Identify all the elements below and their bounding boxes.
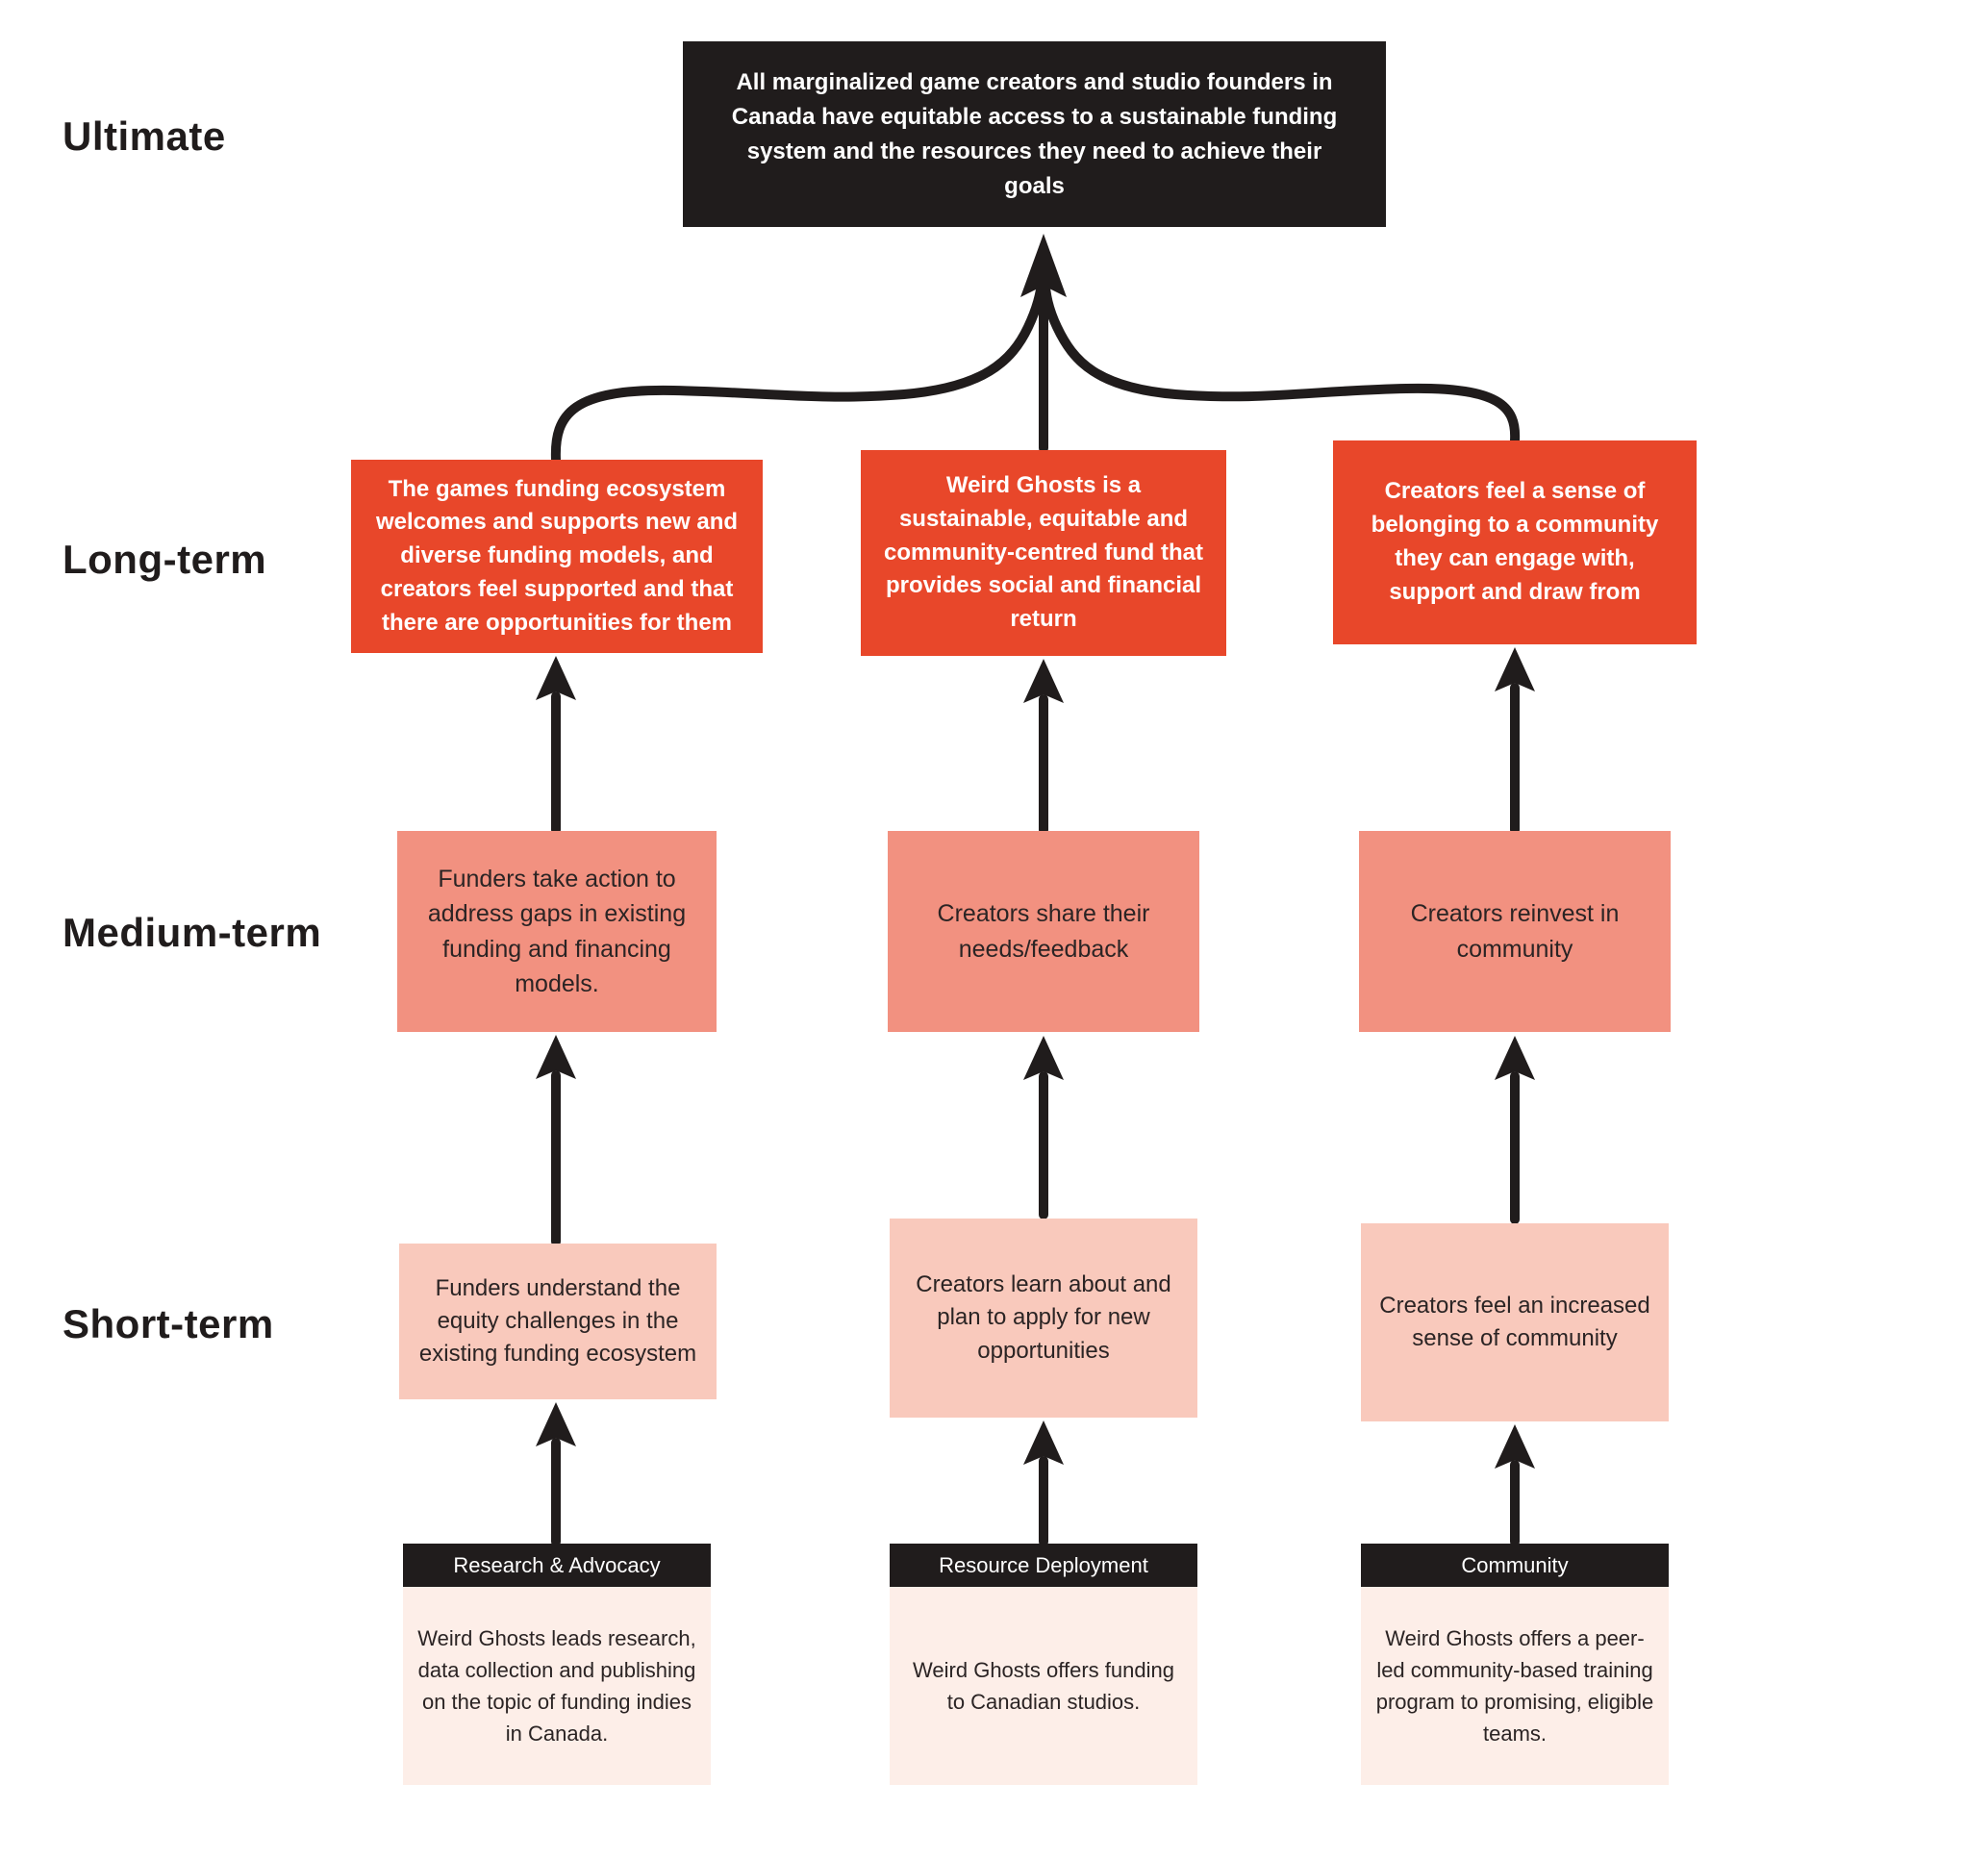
activity-header-resource: Resource Deployment [890, 1544, 1197, 1587]
row-label-long-term: Long-term [63, 537, 267, 582]
activity-body-community: Weird Ghosts offers a peer-led community… [1361, 1587, 1669, 1785]
medium-term-box-resource: Creators share their needs/feedback [888, 831, 1199, 1032]
merge-curve-left [550, 272, 1047, 465]
row-label-short-term: Short-term [63, 1301, 274, 1346]
medium-term-box-community: Creators reinvest in community [1359, 831, 1671, 1032]
merge-arrowhead [1020, 234, 1067, 297]
merge-curve-right [1040, 272, 1521, 445]
short-term-box-community: Creators feel an increased sense of comm… [1361, 1223, 1669, 1421]
activity-header-research: Research & Advocacy [403, 1544, 711, 1587]
medium-term-box-research: Funders take action to address gaps in e… [397, 831, 717, 1032]
activity-card-community: Community Weird Ghosts offers a peer-led… [1361, 1544, 1669, 1785]
activity-card-research: Research & Advocacy Weird Ghosts leads r… [403, 1544, 711, 1785]
short-term-box-resource: Creators learn about and plan to apply f… [890, 1219, 1197, 1418]
long-term-box-research: The games funding ecosystem welcomes and… [351, 460, 763, 653]
row-label-medium-term: Medium-term [63, 910, 322, 955]
activity-body-resource: Weird Ghosts offers funding to Canadian … [890, 1587, 1197, 1785]
short-term-box-research: Funders understand the equity challenges… [399, 1244, 717, 1399]
row-label-ultimate: Ultimate [63, 113, 226, 159]
activity-header-community: Community [1361, 1544, 1669, 1587]
ultimate-outcome-box: All marginalized game creators and studi… [683, 41, 1386, 227]
activity-card-resource: Resource Deployment Weird Ghosts offers … [890, 1544, 1197, 1785]
long-term-box-community: Creators feel a sense of belonging to a … [1333, 440, 1697, 644]
long-term-box-resource: Weird Ghosts is a sustainable, equitable… [861, 450, 1226, 656]
activity-body-research: Weird Ghosts leads research, data collec… [403, 1587, 711, 1785]
